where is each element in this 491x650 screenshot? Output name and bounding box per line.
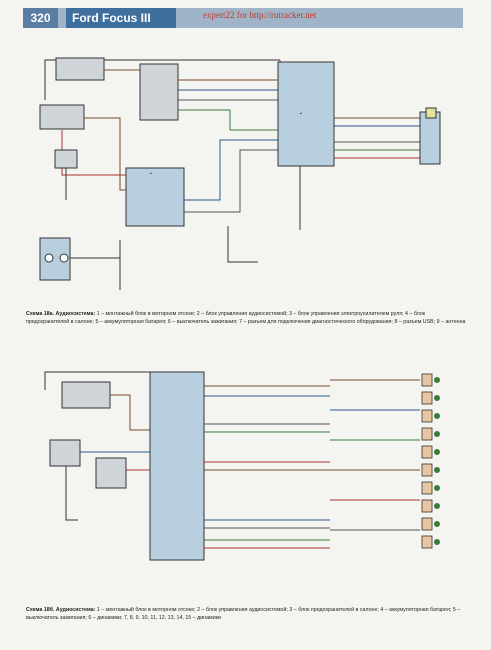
figure1-caption: Схема 18а. Аудиосистема: 1 – монтажный б… xyxy=(26,310,466,326)
figure1-caption-label: Схема 18а. Аудиосистема: xyxy=(26,311,96,317)
figure2-caption: Схема 18б. Аудиосистема: 1 – монтажный б… xyxy=(26,606,466,622)
book-title: Ford Focus III xyxy=(66,8,176,28)
watermark-text: expert22 for http://rutracker.net xyxy=(203,10,317,20)
figure2-caption-label: Схема 18б. Аудиосистема: xyxy=(26,607,96,613)
page-number: 320 xyxy=(23,8,58,28)
svg-text:▪: ▪ xyxy=(150,171,152,177)
page-header: 320 Ford Focus III expert22 for http://r… xyxy=(23,8,463,28)
figure1-caption-text: 1 – монтажный блок в моторном отсеке; 2 … xyxy=(26,311,466,325)
figure2-caption-text: 1 – монтажный блок в моторном отсеке; 2 … xyxy=(26,607,461,621)
svg-text:▪: ▪ xyxy=(300,111,302,117)
